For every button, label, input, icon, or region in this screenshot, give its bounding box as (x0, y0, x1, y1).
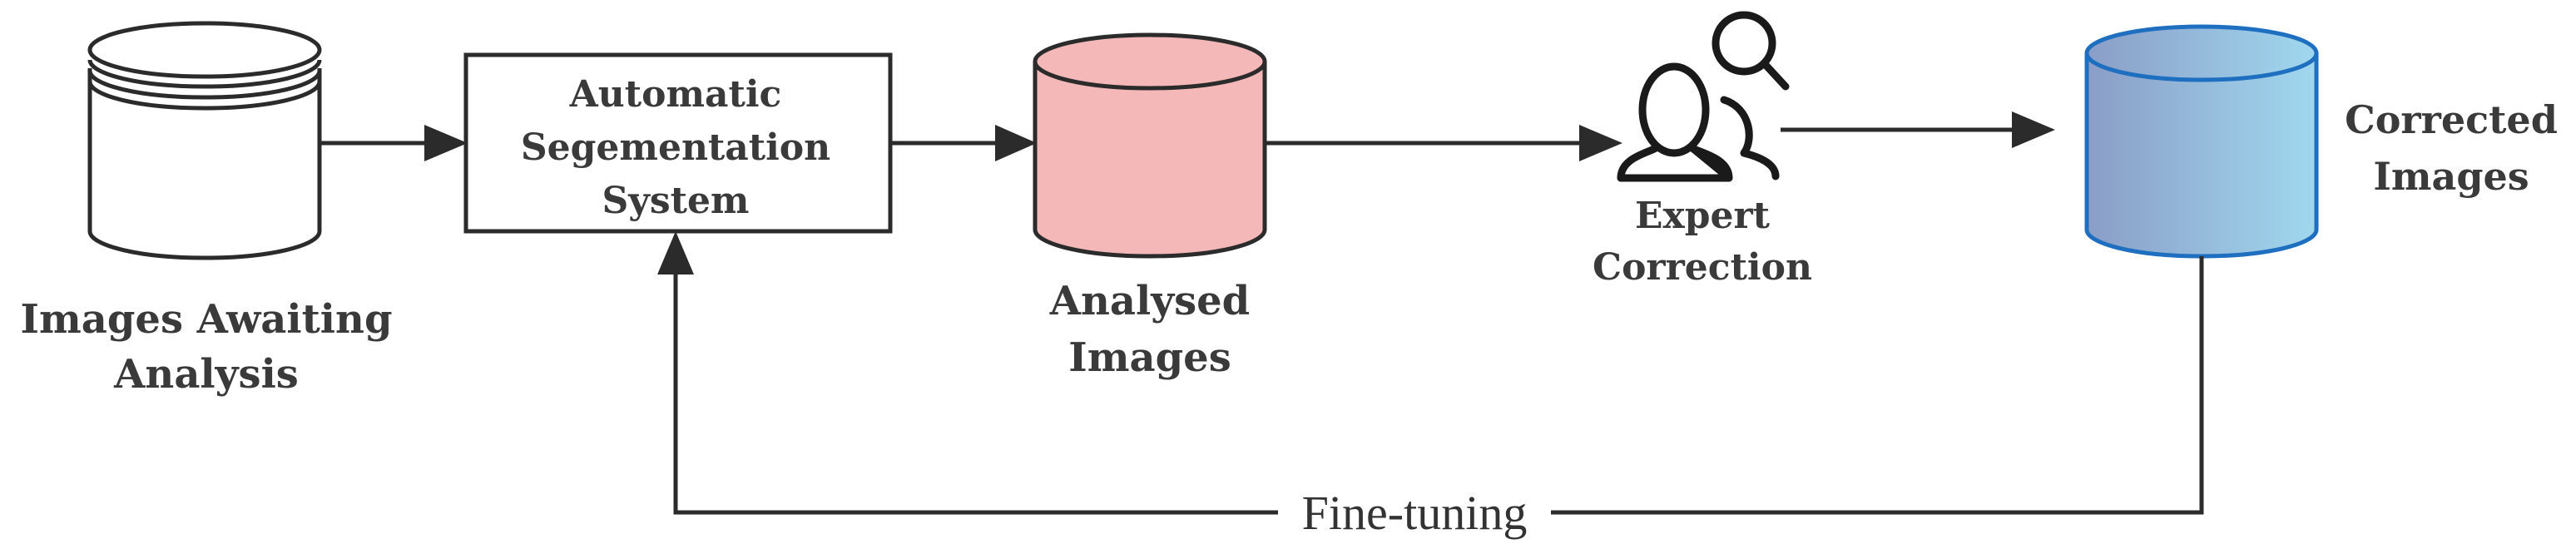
segmentation-label-line1: Automatic (569, 73, 782, 116)
expert-correction-label-line1: Expert (1635, 195, 1771, 237)
corrected-images-label-line2: Images (2373, 154, 2529, 199)
images-awaiting-label-line2: Analysis (113, 351, 299, 398)
arrowhead-fine-tuning-to-segmentation (657, 231, 694, 274)
fine-tuning-feedback-line (673, 256, 2204, 515)
images-awaiting-database-icon (87, 21, 322, 260)
arrowhead-expert-to-corrected (2012, 111, 2055, 148)
analysed-images-database-icon (1033, 32, 1267, 259)
corrected-images-database-icon (2084, 24, 2319, 259)
analysed-images-label-line1: Analysed (1049, 278, 1251, 324)
analysed-images-label-line2: Images (1068, 334, 1231, 381)
corrected-images-label-line1: Corrected (2345, 97, 2558, 142)
images-awaiting-label-line1: Images Awaiting (21, 296, 393, 343)
segmentation-label-line2: Segementation (521, 126, 830, 169)
arrowhead-segmentation-to-analysed (995, 125, 1037, 161)
expert-correction-label-line2: Correction (1593, 246, 1812, 289)
arrowhead-awaiting-to-segmentation (424, 125, 468, 161)
arrowhead-analysed-to-expert (1579, 125, 1622, 161)
expert-users-icon (1617, 11, 1790, 182)
fine-tuning-label: Fine-tuning (1302, 486, 1528, 540)
segmentation-label-line3: System (602, 180, 750, 222)
